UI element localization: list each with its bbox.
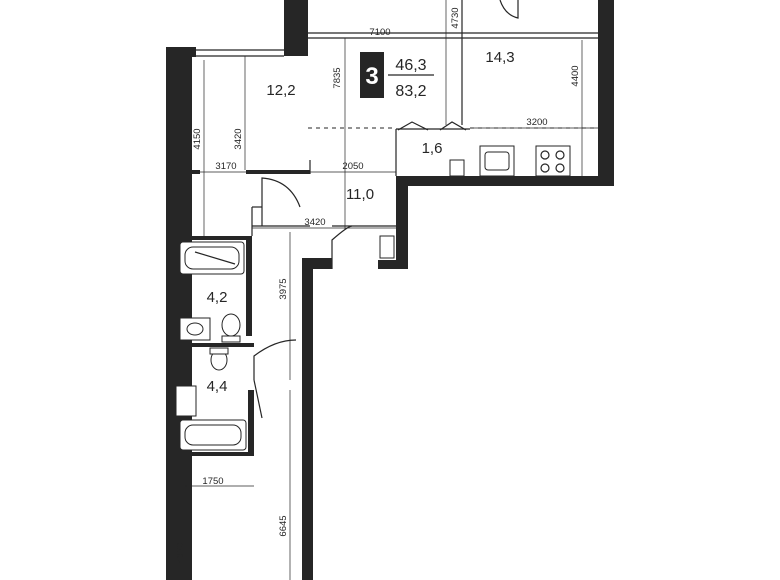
dim-3420-vertical: 3420 [233, 128, 244, 149]
dim-1750: 1750 [202, 476, 223, 487]
room-area-storage: 1,6 [422, 140, 443, 157]
dimension-lines [176, 0, 598, 580]
room-area-bedroom: 12,2 [266, 82, 295, 99]
dim-7835: 7835 [332, 67, 343, 88]
dim-6645: 6645 [278, 515, 289, 536]
total-area: 83,2 [395, 83, 426, 100]
dim-4820: 4820 [175, 542, 186, 563]
apartment-summary: 3 46,3 83,2 [360, 52, 434, 100]
living-area: 46,3 [395, 57, 426, 74]
dimension-labels: 7100 4730 7835 4400 3200 4150 3420 3170 … [175, 7, 581, 563]
doors [253, 0, 519, 380]
dim-2050: 2050 [342, 161, 363, 172]
room-area-kitchen-living: 14,3 [485, 49, 514, 66]
fixtures [175, 145, 571, 451]
room-area-labels: 12,2 14,3 1,6 11,0 4,2 4,4 [207, 49, 515, 395]
walls [166, 0, 614, 580]
dim-4730: 4730 [450, 7, 461, 28]
dim-4150: 4150 [192, 128, 203, 149]
dim-3170: 3170 [215, 161, 236, 172]
room-count: 3 [365, 63, 378, 90]
dim-3975: 3975 [278, 278, 289, 299]
dim-3420-horizontal: 3420 [304, 217, 325, 228]
dim-7100: 7100 [369, 27, 390, 38]
dim-3200: 3200 [526, 117, 547, 128]
dim-4400: 4400 [570, 65, 581, 86]
room-area-bathroom-2: 4,4 [207, 378, 228, 395]
room-count-badge [360, 52, 384, 98]
room-area-bathroom-1: 4,2 [207, 289, 228, 306]
room-area-hallway: 11,0 [346, 186, 374, 203]
